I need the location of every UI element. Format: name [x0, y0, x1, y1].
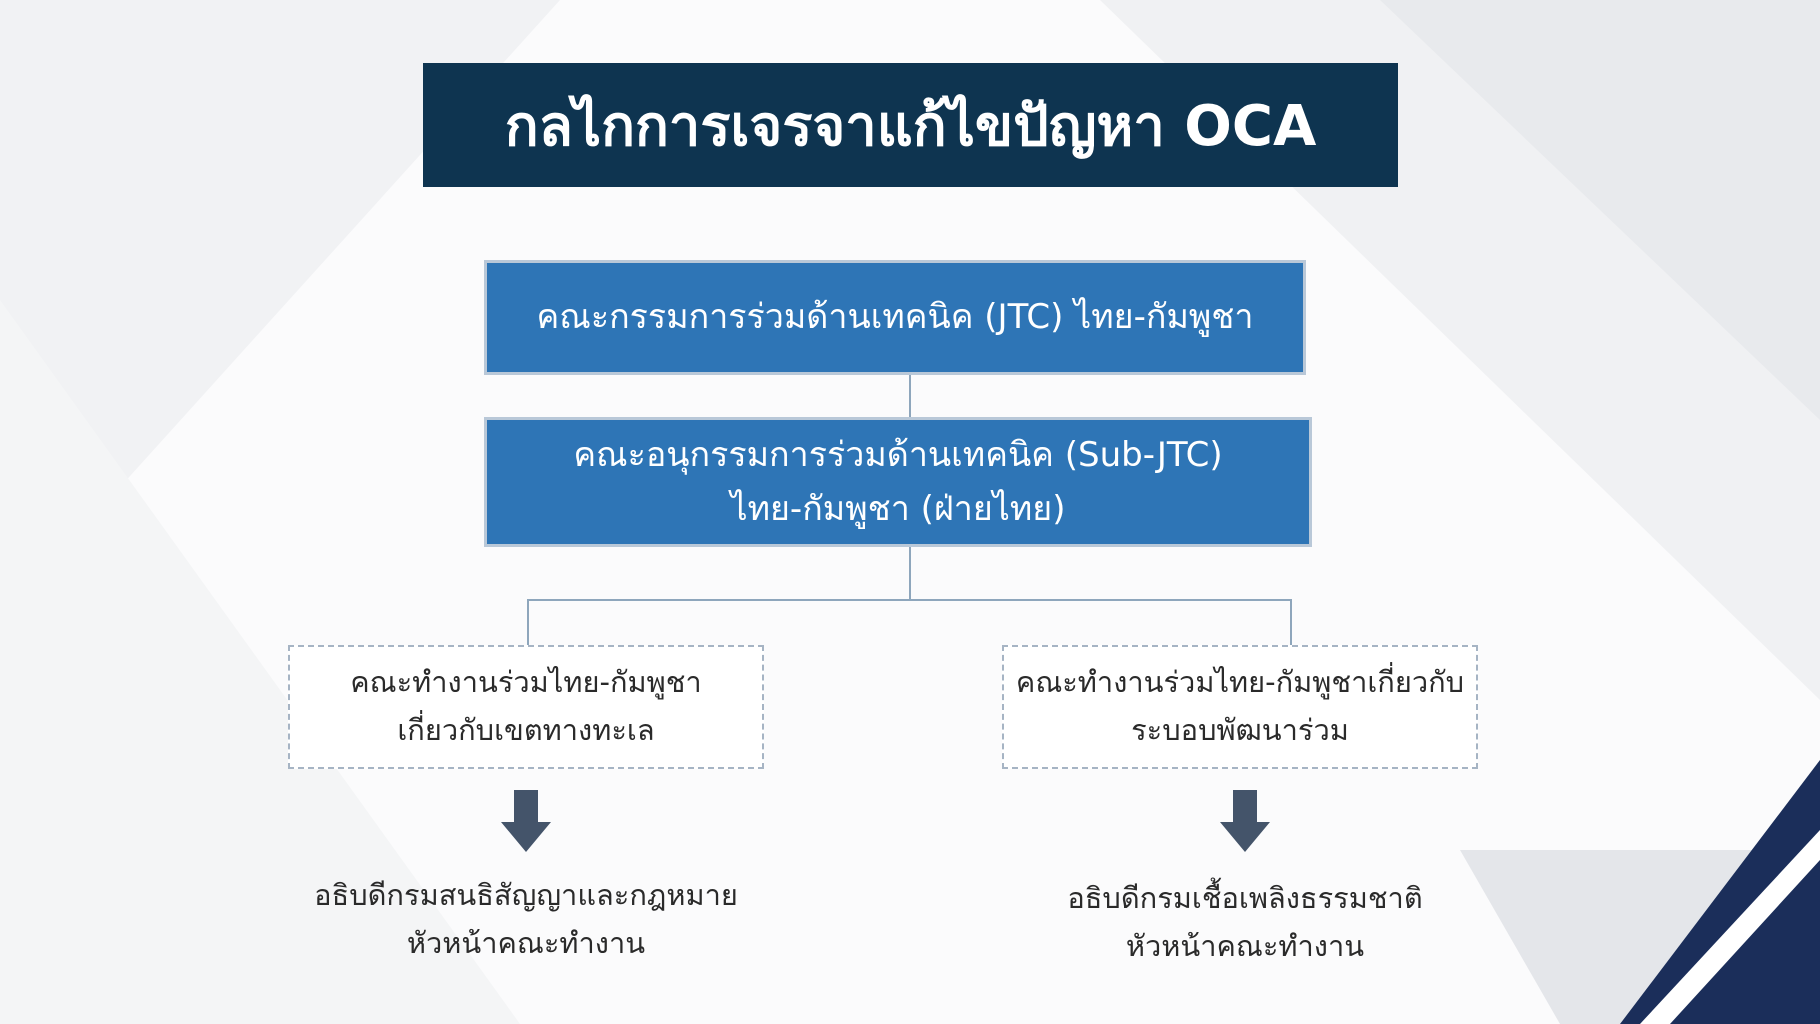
connector-horizontal: [527, 599, 1292, 601]
connector-left-branch: [527, 599, 529, 646]
connector-subjtc-down: [909, 547, 911, 600]
sub-jtc-box: คณะอนุกรรมการร่วมด้านเทคนิค (Sub-JTC) ไท…: [484, 417, 1312, 547]
jtc-label: คณะกรรมการร่วมด้านเทคนิค (JTC) ไทย-กัมพู…: [536, 297, 1254, 338]
sub-jtc-label-line1: คณะอนุกรรมการร่วมด้านเทคนิค (Sub-JTC): [573, 434, 1223, 475]
working-group-joint-development-head: อธิบดีกรมเชื้อเพลิงธรรมชาติ หัวหน้าคณะทำ…: [995, 875, 1495, 971]
arrow-down-icon: [1220, 790, 1270, 852]
working-group-joint-development-line1: คณะทำงานร่วมไทย-กัมพูชาเกี่ยวกับ: [1015, 665, 1465, 700]
jtc-box: คณะกรรมการร่วมด้านเทคนิค (JTC) ไทย-กัมพู…: [484, 260, 1306, 375]
working-group-maritime-box: คณะทำงานร่วมไทย-กัมพูชา เกี่ยวกับเขตทางท…: [288, 645, 764, 769]
working-group-joint-development-box: คณะทำงานร่วมไทย-กัมพูชาเกี่ยวกับ ระบอบพั…: [1002, 645, 1478, 769]
working-group-maritime-head-line1: อธิบดีกรมสนธิสัญญาและกฎหมาย: [314, 878, 738, 912]
page-title: กลไกการเจรจาแก้ไขปัญหา OCA: [423, 63, 1398, 187]
sub-jtc-label-line2: ไทย-กัมพูชา (ฝ่ายไทย): [730, 489, 1066, 529]
arrow-down-icon: [501, 790, 551, 852]
working-group-maritime-line2: เกี่ยวกับเขตทางทะเล: [397, 713, 655, 747]
working-group-maritime-line1: คณะทำงานร่วมไทย-กัมพูชา: [350, 665, 702, 700]
connector-right-branch: [1290, 599, 1292, 646]
working-group-maritime-head-line2: หัวหน้าคณะทำงาน: [406, 925, 646, 960]
working-group-joint-development-line2: ระบอบพัฒนาร่วม: [1131, 713, 1349, 747]
connector-jtc-subjtc: [909, 375, 911, 417]
working-group-joint-development-head-line1: อธิบดีกรมเชื้อเพลิงธรรมชาติ: [1067, 881, 1423, 915]
working-group-joint-development-head-line2: หัวหน้าคณะทำงาน: [1125, 928, 1365, 963]
working-group-maritime-head: อธิบดีกรมสนธิสัญญาและกฎหมาย หัวหน้าคณะทำ…: [276, 872, 776, 968]
